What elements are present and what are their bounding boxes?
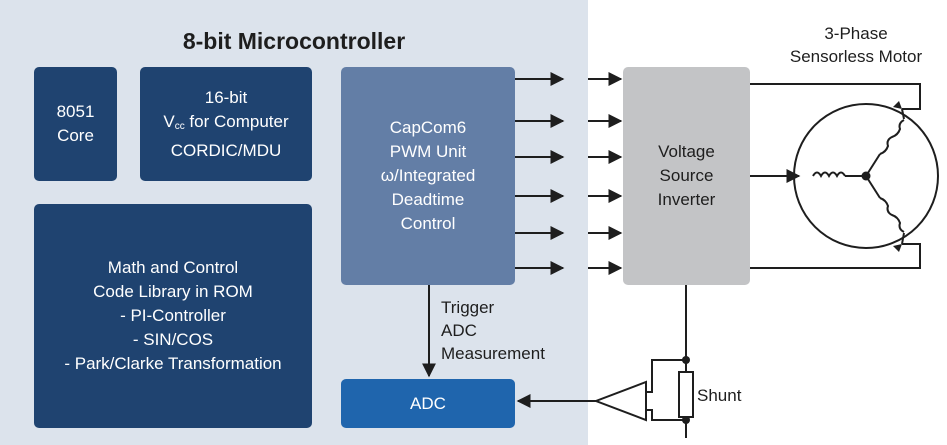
motor-circle (793, 103, 939, 249)
core-line-1: 8051 (56, 102, 95, 121)
trigger-label: Trigger ADC Measurement (441, 296, 545, 365)
adc-label: ADC (410, 393, 446, 413)
core-line-2: Core (57, 126, 94, 145)
vcc-text: for Computer (184, 111, 289, 131)
amplifier-symbol (593, 380, 647, 422)
cordic-line-2: Vcc for Computer (163, 110, 288, 139)
microcontroller-title: 8-bit Microcontroller (182, 28, 406, 54)
inverter-line-1: Voltage (658, 142, 715, 161)
math-line-5: - Park/Clarke Transformation (64, 354, 282, 373)
inverter-line-3: Inverter (657, 190, 716, 209)
amp-plus-wire (646, 359, 686, 393)
motor-line-1: 3-Phase (824, 24, 888, 43)
shunt-node-top (682, 356, 690, 364)
phase-c-arrowhead (893, 244, 902, 252)
shunt-label: Shunt (697, 386, 742, 405)
trigger-line-1: Trigger (441, 298, 495, 317)
cordic-line-3: CORDIC/MDU (170, 140, 282, 160)
phase-a-wire (750, 83, 921, 110)
cordic-line-1: 16-bit (204, 87, 248, 107)
vcc-symbol: V (163, 111, 175, 131)
adc-block: ADC (341, 379, 515, 428)
motor-label: 3-Phase Sensorless Motor (770, 22, 942, 68)
amp-minus-wire (646, 409, 686, 421)
phase-c-terminal (901, 232, 905, 245)
math-line-1: Math and Control (107, 258, 239, 277)
motor-line-2: Sensorless Motor (789, 47, 923, 66)
winding-a-coil (879, 119, 905, 155)
math-line-2: Code Library in ROM (93, 282, 253, 301)
pwm-unit-block: CapCom6 PWM Unit ω/Integrated Deadtime C… (341, 67, 515, 285)
motor-star-point (861, 171, 871, 181)
shunt-node-bottom (682, 416, 690, 424)
winding-b-coil (812, 171, 846, 179)
phase-a-arrowhead (893, 101, 902, 109)
core-block: 8051 Core (34, 67, 117, 181)
math-line-4: - SIN/COS (132, 330, 214, 349)
pwm-line-2: PWM Unit (389, 142, 467, 161)
cordic-block: 16-bit Vcc for Computer CORDIC/MDU (140, 67, 312, 181)
shunt-resistor (678, 371, 694, 418)
inverter-line-2: Source (659, 166, 714, 185)
math-line-3: - PI-Controller (120, 306, 226, 325)
trigger-line-2: ADC (441, 321, 477, 340)
inverter-block: Voltage Source Inverter (623, 67, 750, 285)
trigger-line-3: Measurement (441, 344, 545, 363)
pwm-line-4: Deadtime (391, 190, 465, 209)
pwm-line-5: Control (400, 214, 456, 233)
pwm-line-3: ω/Integrated (380, 166, 476, 185)
vcc-subscript: cc (174, 120, 185, 132)
winding-c-coil (879, 197, 905, 233)
math-library-block: Math and Control Code Library in ROM - P… (34, 204, 312, 428)
phase-c-wire (750, 243, 921, 269)
phase-a-terminal (901, 108, 905, 120)
pwm-line-1: CapCom6 (389, 118, 467, 137)
